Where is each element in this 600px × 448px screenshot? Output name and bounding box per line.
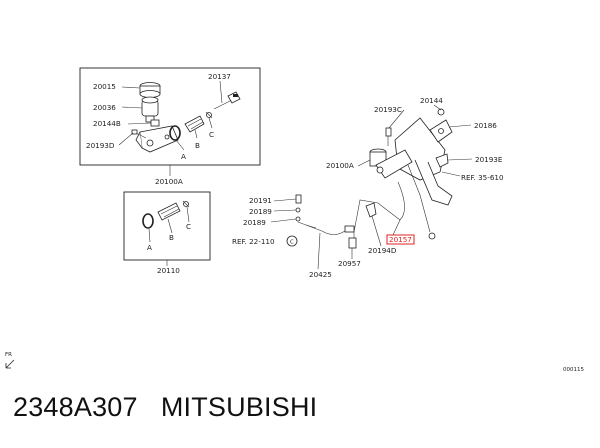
reservoir-part[interactable] — [141, 96, 159, 123]
label-20110: 20110 — [157, 266, 180, 275]
label-c-top: C — [209, 130, 214, 139]
push-rod-part[interactable] — [213, 91, 241, 110]
label-ref-22-110: REF. 22-110 — [232, 237, 275, 246]
label-20100a: 20100A — [326, 161, 354, 170]
label-ref-c: C — [290, 240, 294, 246]
spring-c-kit[interactable] — [182, 200, 190, 208]
union-fitting[interactable] — [344, 225, 355, 233]
washer-20189-lower[interactable] — [295, 216, 301, 222]
clutch-pipe-20157[interactable] — [353, 181, 405, 241]
washer-20189-upper[interactable] — [295, 207, 301, 213]
label-20144b: 20144B — [93, 119, 121, 128]
label-a-kit: A — [147, 243, 152, 252]
label-20193d: 20193D — [86, 141, 115, 150]
nut-part[interactable] — [437, 108, 445, 116]
damper-20957[interactable] — [348, 237, 357, 249]
label-20137: 20137 — [208, 72, 231, 81]
label-20189-upper: 20189 — [249, 207, 272, 216]
clamp-part[interactable] — [150, 119, 160, 127]
label-20191: 20191 — [249, 196, 272, 205]
label-a-top: A — [181, 152, 186, 161]
bolt-part[interactable] — [131, 129, 147, 139]
label-b-top: B — [195, 141, 200, 150]
label-20957: 20957 — [338, 259, 361, 268]
label-20193e: 20193E — [475, 155, 503, 164]
label-fr: FR — [5, 352, 12, 358]
clutch-hose-20425[interactable] — [297, 221, 353, 235]
front-arrow-icon — [5, 359, 15, 369]
label-20036: 20036 — [93, 103, 116, 112]
label-20193c: 20193C — [374, 105, 402, 114]
label-20100a-box: 20100A — [155, 177, 183, 186]
label-ref-35-610: REF. 35-610 — [461, 173, 504, 182]
part-number: 2348A307 — [13, 392, 138, 422]
master-cylinder-body[interactable] — [135, 125, 179, 153]
bolt-20191[interactable] — [295, 194, 302, 204]
brand-name: MITSUBISHI — [160, 392, 318, 422]
bolt-20193c-part[interactable] — [385, 127, 392, 146]
clip-part[interactable] — [435, 153, 449, 168]
label-20425: 20425 — [309, 270, 332, 279]
label-20189-lower: 20189 — [243, 218, 266, 227]
piston-b[interactable] — [184, 115, 205, 133]
spring-c[interactable] — [205, 111, 213, 119]
label-b-kit: B — [169, 233, 174, 242]
seal-ring-a-kit[interactable] — [142, 213, 154, 229]
seal-ring-a[interactable] — [169, 125, 181, 141]
repair-kit-box — [123, 191, 211, 261]
highlight-box-20157[interactable] — [386, 234, 415, 245]
label-20015: 20015 — [93, 82, 116, 91]
gasket-part[interactable] — [429, 119, 453, 143]
ref-c-marker — [286, 235, 298, 247]
label-diagram-code: 000115 — [563, 367, 584, 373]
label-20194d: 20194D — [368, 246, 397, 255]
label-20186: 20186 — [474, 121, 497, 130]
piston-b-kit[interactable] — [157, 202, 181, 221]
label-c-kit: C — [186, 222, 191, 231]
master-cylinder-installed[interactable] — [369, 148, 413, 179]
label-20144: 20144 — [420, 96, 443, 105]
part-number-footer: 2348A307 MITSUBISHI — [13, 392, 317, 423]
label-20157-highlighted[interactable]: 20157 — [389, 235, 412, 244]
bracket-20194d[interactable] — [365, 202, 377, 218]
reservoir-cap-part[interactable] — [139, 82, 161, 98]
